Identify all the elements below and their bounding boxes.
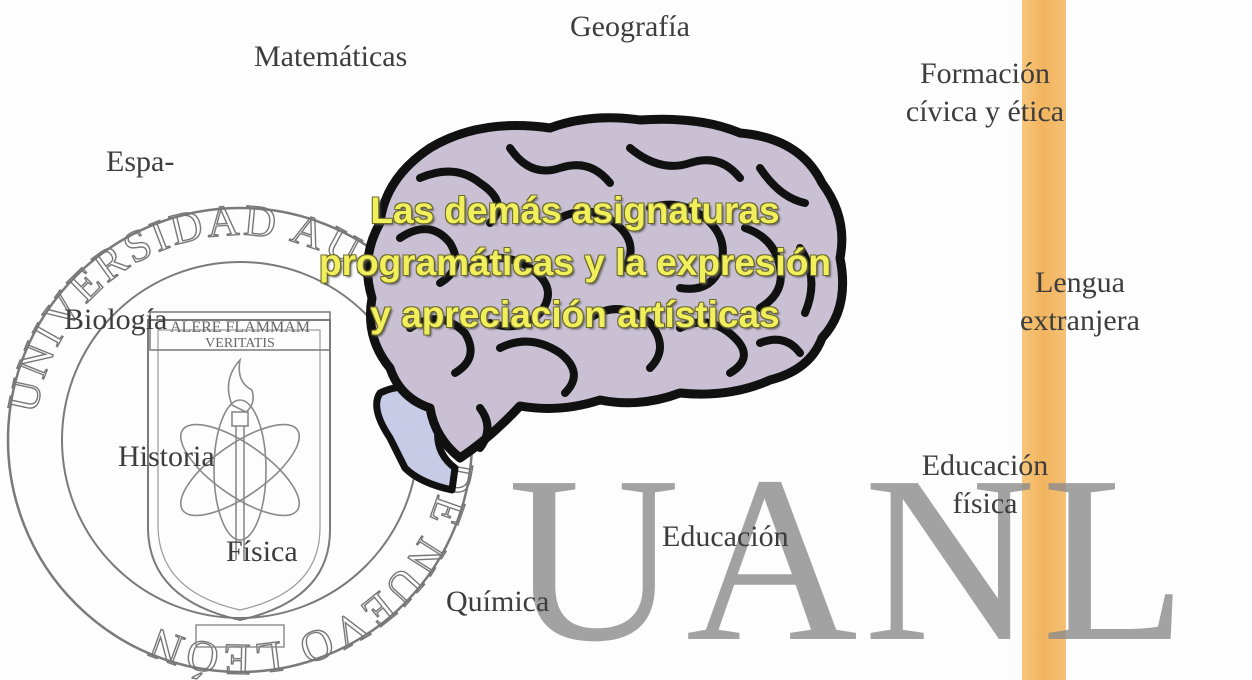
label-historia: Historia (118, 440, 215, 473)
label-biologia: Biología (64, 303, 168, 336)
label-geografia: Geografía (570, 10, 690, 43)
uanl-letters-watermark: UANL (508, 428, 1194, 680)
label-formacion-line1: Formación (920, 57, 1050, 90)
label-matematicas: Matemáticas (254, 40, 408, 73)
label-quimica: Química (446, 585, 550, 618)
brain-illustration (363, 113, 848, 494)
label-lengua-extranjera: Lengua extranjera (1000, 264, 1160, 340)
label-lengua-line2: extranjera (1020, 304, 1140, 337)
label-lengua-line1: Lengua (1035, 266, 1125, 299)
central-caption-line2: programáticas y la expresión (318, 242, 832, 283)
central-caption-line1: Las demás asignaturas (370, 190, 780, 231)
seal-motto-1: ALERE FLAMMAM (170, 319, 310, 336)
label-educacion-fisica: Educación física (900, 447, 1070, 523)
central-caption: Las demás asignaturas programáticas y la… (270, 185, 880, 341)
seal-motto-2: VERITATIS (205, 336, 275, 351)
central-caption-line3: y apreciación artísticas (370, 294, 780, 335)
label-fisica: Física (226, 535, 298, 568)
label-educacion-fisica-line1: Educación (921, 449, 1049, 482)
label-formacion-civica: Formación cívica y ética (880, 55, 1090, 131)
label-educacion-fisica-line2: física (952, 487, 1018, 520)
orange-stripe (1022, 0, 1066, 680)
label-espanol: Espa- (106, 145, 175, 178)
label-formacion-line2: cívica y ética (905, 95, 1065, 128)
label-educacion: Educación (662, 520, 789, 553)
